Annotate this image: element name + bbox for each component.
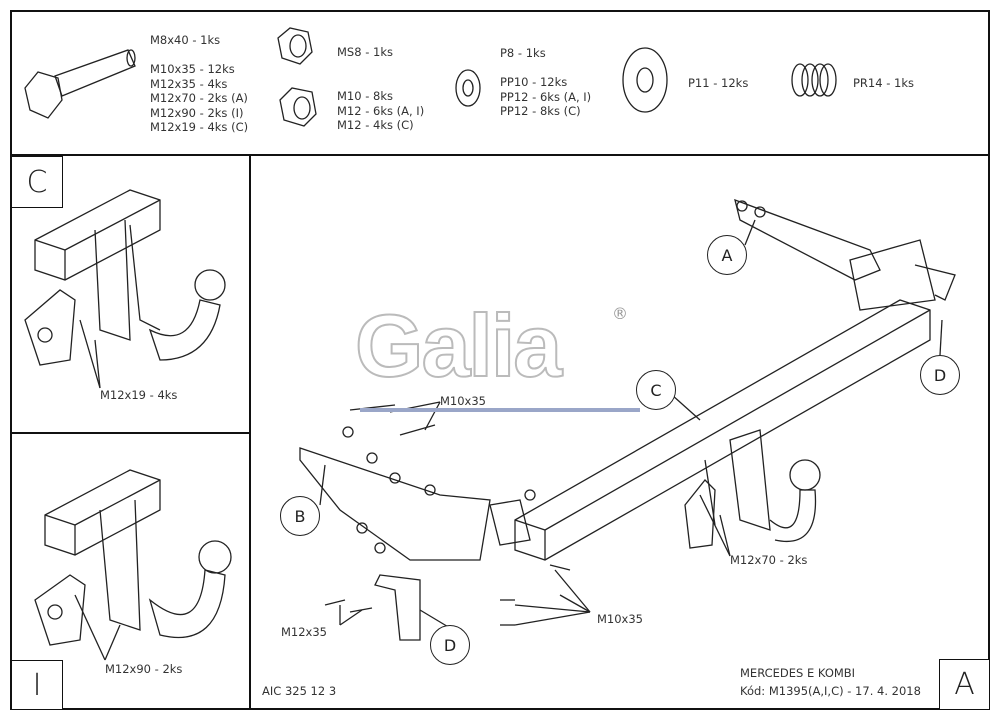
- kod-date: Kód: M1395(A,I,C) - 17. 4. 2018: [740, 684, 921, 698]
- label-m10x35-top: M10x35: [440, 394, 486, 408]
- callout-d-bottom: D: [430, 625, 470, 665]
- washer-list: PP10 - 12ks PP12 - 6ks (A, I) PP12 - 8ks…: [500, 75, 591, 119]
- label-m12x35: M12x35: [281, 625, 327, 639]
- callout-b: B: [280, 496, 320, 536]
- nut-icon: [279, 87, 317, 127]
- variant-c-label: C: [11, 156, 63, 208]
- divider-top: [10, 154, 990, 156]
- bolt-list: M10x35 - 12ks M12x35 - 4ks M12x70 - 2ks …: [150, 62, 248, 135]
- variant-a-label: A: [939, 659, 990, 710]
- part-nut: M12 - 6ks (A, I): [337, 103, 425, 118]
- part-nut: M12 - 4ks (C): [337, 118, 414, 132]
- part-bolt: M12x19 - 4ks (C): [150, 120, 249, 134]
- callout-c: C: [636, 370, 676, 410]
- washer-icon: [455, 69, 481, 107]
- variant-i-label: I: [11, 660, 63, 710]
- part-bolt: M12x90 - 2ks (I): [150, 105, 244, 120]
- part-washer-p8: P8 - 1ks: [500, 46, 546, 60]
- callout-a: A: [707, 235, 747, 275]
- part-washer: PP12 - 6ks (A, I): [500, 89, 592, 104]
- variant-i-bolt-label: M12x90 - 2ks: [105, 662, 183, 676]
- main-assembly-drawing: [74, 198, 956, 661]
- variant-c-drawing: [24, 189, 226, 366]
- bolt-icon: [324, 404, 571, 626]
- drawing-code: AIC 325 12 3: [262, 684, 337, 698]
- variant-c-bolt-label: M12x19 - 4ks: [100, 388, 178, 402]
- part-nut-ms8: MS8 - 1ks: [337, 45, 393, 59]
- label-m10x35-bottom: M10x35: [597, 612, 643, 626]
- vehicle-name: MERCEDES E KOMBI: [740, 666, 856, 680]
- nut-list: M10 - 8ks M12 - 6ks (A, I) M12 - 4ks (C): [337, 89, 424, 133]
- variant-i-drawing: [34, 469, 232, 646]
- galia-logo: Galia: [354, 296, 563, 395]
- divider-left-mid: [10, 432, 250, 434]
- part-bolt: M12x35 - 4ks: [150, 76, 228, 91]
- part-spring: PR14 - 1ks: [853, 76, 914, 90]
- divider-left: [249, 154, 251, 710]
- part-nut: M10 - 8ks: [337, 89, 393, 103]
- part-bolt: M10x35 - 12ks: [150, 62, 235, 76]
- callout-d-right: D: [920, 355, 960, 395]
- label-m12x70: M12x70 - 2ks: [730, 553, 808, 567]
- washer-icon: [342, 426, 536, 554]
- drawing-frame: [10, 10, 990, 710]
- spring-icon: [791, 63, 837, 97]
- logo-underline: [360, 408, 640, 412]
- nut-icon: [277, 27, 313, 65]
- part-bolt-m8x40: M8x40 - 1ks: [150, 33, 221, 47]
- part-bolt: M12x70 - 2ks (A): [150, 91, 248, 105]
- part-washer-p11: P11 - 12ks: [688, 76, 749, 90]
- washer-icon: [622, 47, 668, 113]
- bolt-icon: [24, 49, 136, 119]
- part-washer: PP12 - 8ks (C): [500, 104, 581, 118]
- part-washer: PP10 - 12ks: [500, 75, 568, 89]
- logo-registered-mark: ®: [612, 304, 628, 323]
